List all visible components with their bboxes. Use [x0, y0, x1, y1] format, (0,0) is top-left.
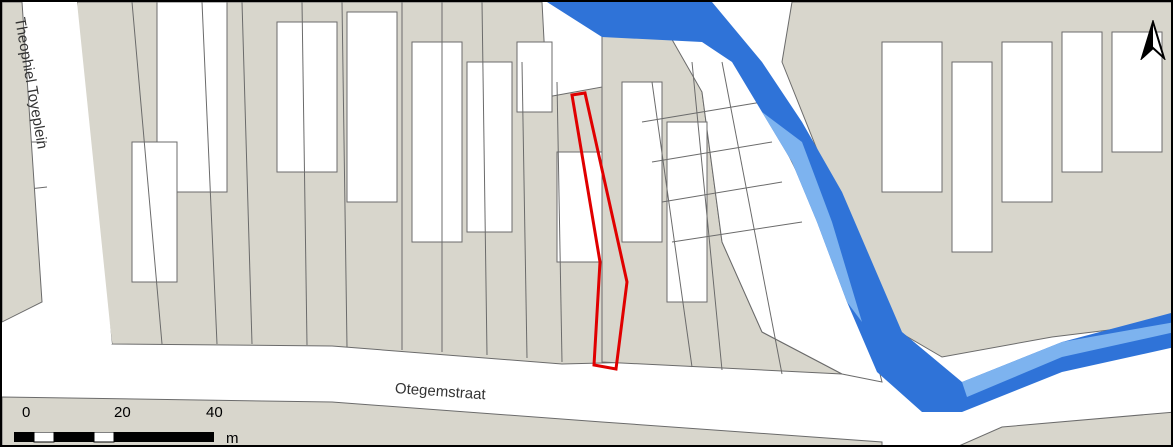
scale-tick-0: 0	[22, 404, 31, 421]
scale-bar: 0 20 40 m	[14, 402, 274, 447]
scale-unit: m	[226, 430, 239, 447]
water-course	[547, 2, 1171, 412]
selected-parcel[interactable]	[570, 91, 629, 371]
scale-tick-20: 20	[114, 404, 131, 421]
building-block-south	[2, 396, 1171, 445]
scale-tick-40: 40	[206, 404, 223, 421]
water-course-shallow-east	[962, 322, 1171, 397]
east-courtyards	[881, 31, 1163, 253]
courtyards	[131, 2, 708, 303]
theophiel-road	[47, 2, 112, 344]
north-arrow-icon	[1140, 20, 1166, 60]
water-course-shallow	[762, 112, 862, 322]
building-block-west	[2, 2, 43, 323]
scale-bar-segments	[14, 432, 214, 443]
otegemstraat-road	[2, 342, 1171, 432]
parcel-lines	[2, 2, 803, 375]
